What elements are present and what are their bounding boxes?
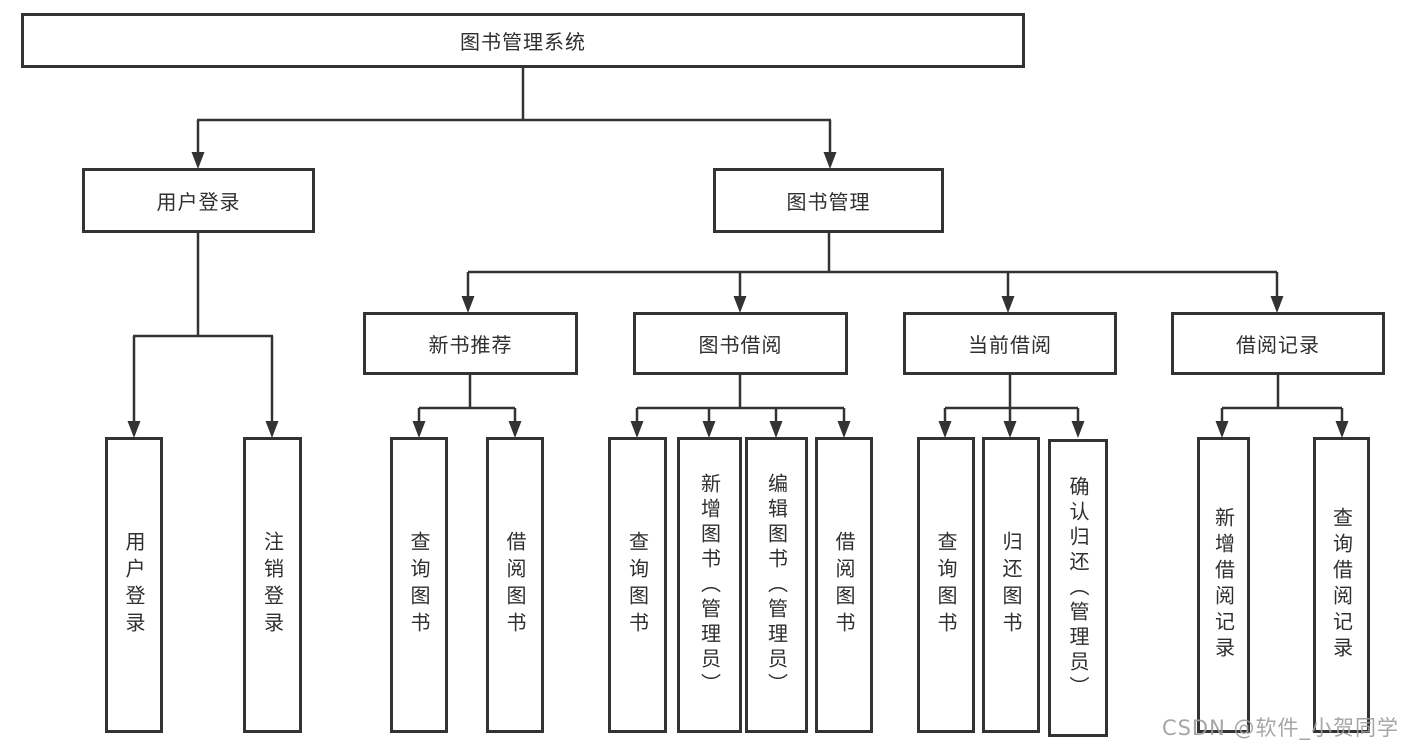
- node-book-borrowing: 图书借阅: [633, 312, 848, 375]
- leaf-edit-book-admin: 编辑图书（管理员）: [745, 437, 808, 733]
- leaf-query-borrow-record: 查询借阅记录: [1313, 437, 1370, 733]
- leaf-query-books-borrowing: 查询图书: [608, 437, 667, 733]
- leaf-borrow-books-recommend: 借阅图书: [486, 437, 544, 733]
- node-borrowing-records: 借阅记录: [1171, 312, 1385, 375]
- connector-arrowheads: [127, 152, 1349, 438]
- leaf-borrow-books-borrowing: 借阅图书: [815, 437, 873, 733]
- leaf-query-books-recommend: 查询图书: [390, 437, 448, 733]
- leaf-add-borrow-record: 新增借阅记录: [1197, 437, 1250, 733]
- leaf-add-book-admin: 新增图书（管理员）: [677, 437, 742, 733]
- node-user-login: 用户登录: [82, 168, 315, 233]
- leaf-confirm-return-admin: 确认归还（管理员）: [1048, 439, 1108, 737]
- leaf-user-login: 用户登录: [105, 437, 163, 733]
- node-new-book-recommend: 新书推荐: [363, 312, 578, 375]
- watermark: CSDN @软件_小贺同学: [1161, 716, 1399, 740]
- node-book-management: 图书管理: [713, 168, 944, 233]
- node-current-borrowing: 当前借阅: [903, 312, 1117, 375]
- leaf-return-books: 归还图书: [982, 437, 1040, 733]
- leaf-query-books-current: 查询图书: [917, 437, 975, 733]
- connector-lines: [132, 67, 1344, 422]
- node-root: 图书管理系统: [21, 13, 1025, 68]
- leaf-logout-login: 注销登录: [243, 437, 302, 733]
